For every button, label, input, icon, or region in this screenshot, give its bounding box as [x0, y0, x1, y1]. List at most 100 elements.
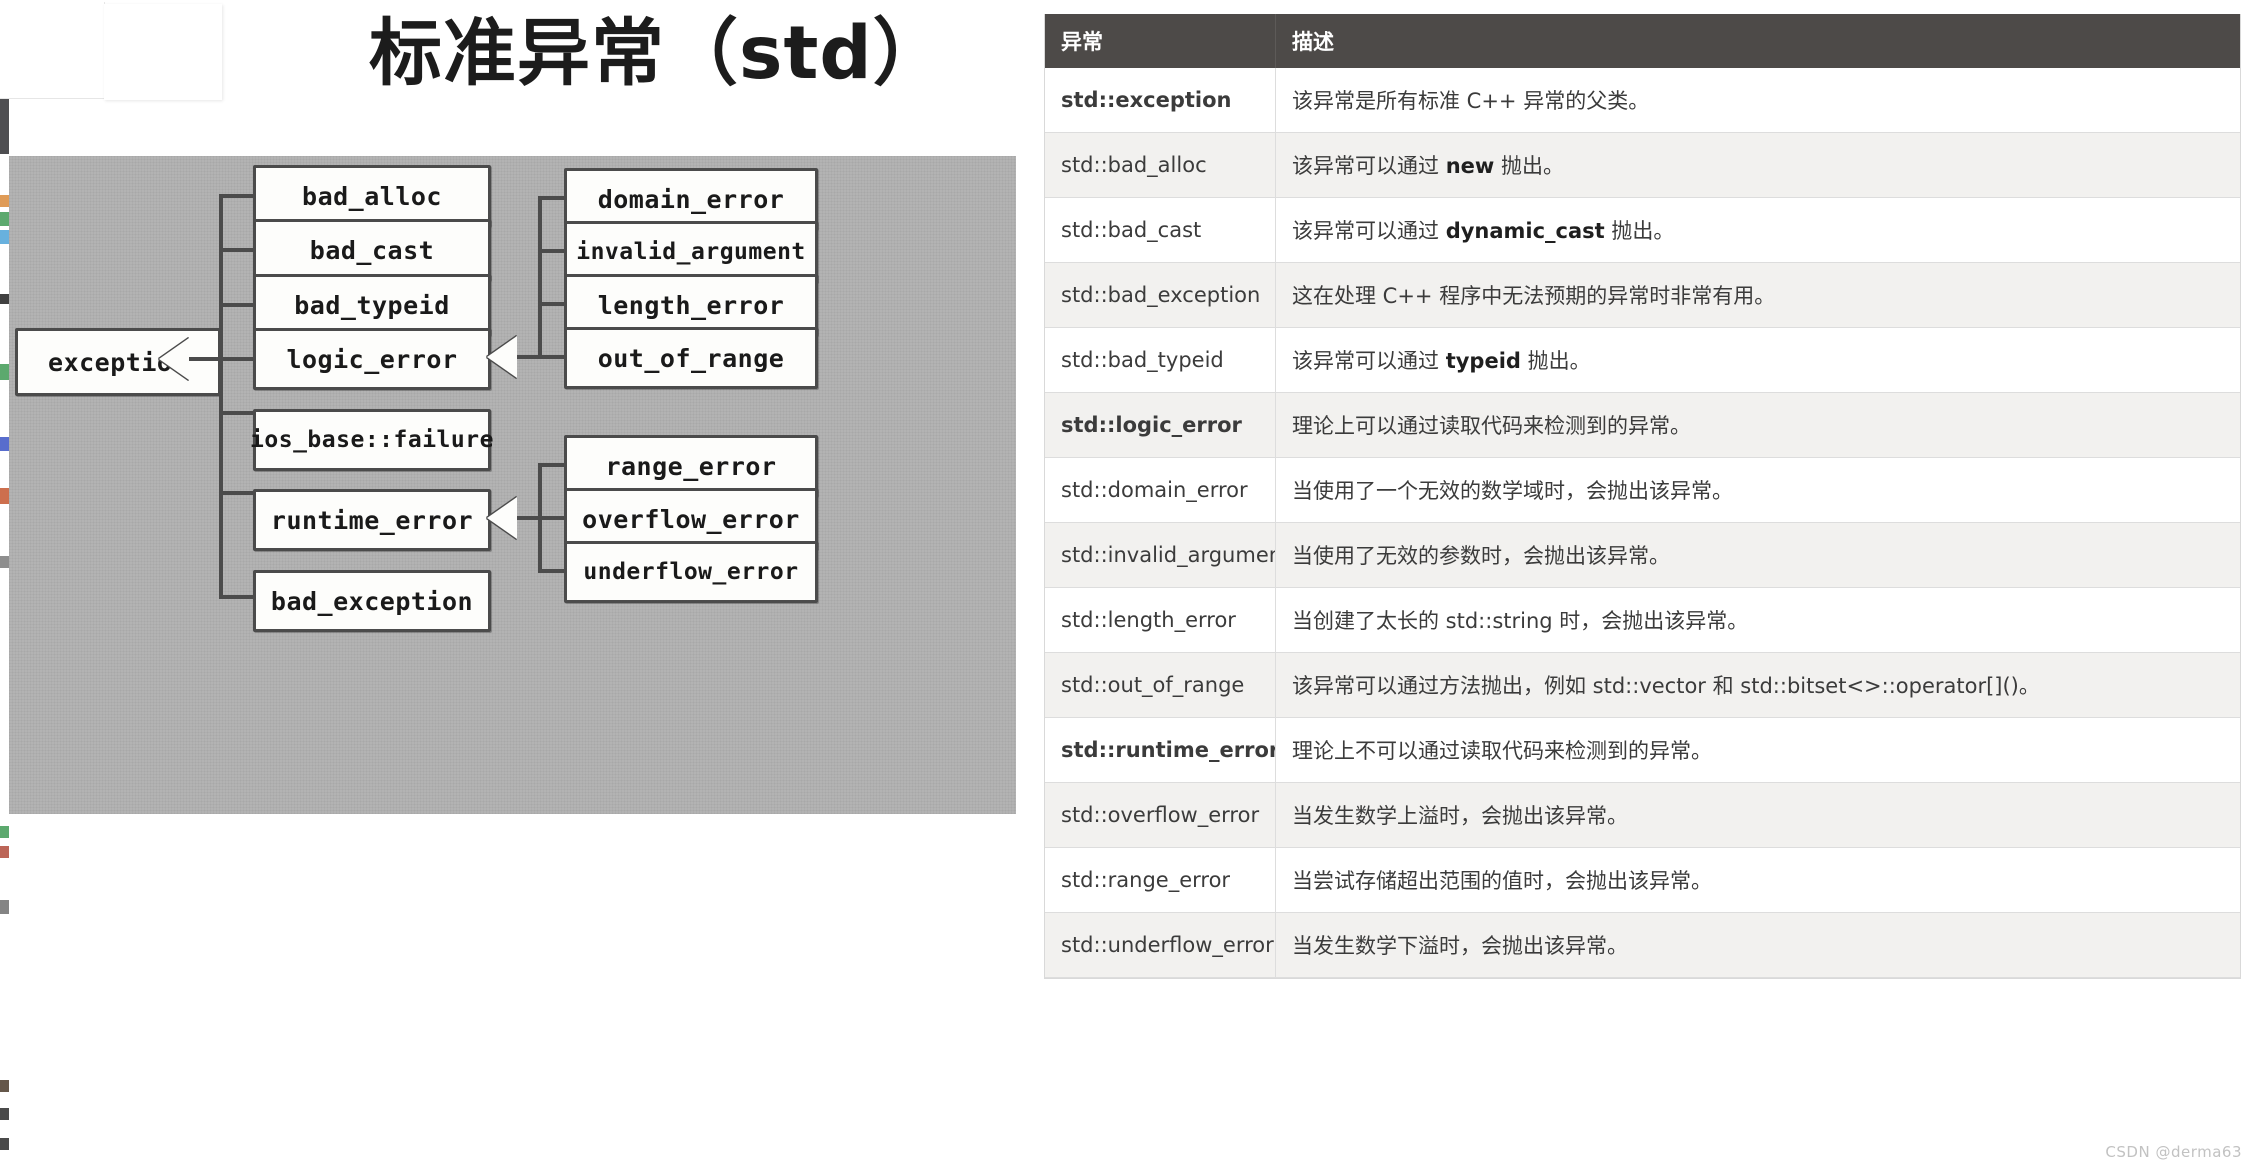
connector-branch: [219, 411, 255, 415]
uml-box-label: domain_error: [597, 184, 785, 214]
uml-box-ios-base-failure: ios_base::failure: [250, 409, 494, 471]
uml-box-exception: exception: [15, 328, 221, 396]
connector-branch: [219, 595, 255, 599]
connector-branch: [219, 491, 255, 495]
connector-branch: [538, 302, 566, 306]
description-keyword: dynamic_cast: [1445, 219, 1605, 243]
page-title: 标准异常（std）: [369, 11, 947, 96]
cell-exception-description: 当使用了无效的参数时，会抛出该异常。: [1275, 522, 2240, 588]
column-header-exception[interactable]: 异常: [1045, 14, 1276, 68]
uml-box-label: invalid_argument: [576, 239, 806, 265]
cell-exception-name: std::out_of_range: [1045, 652, 1276, 718]
diagram-canvas: exception bad_alloc bad_cast: [9, 156, 1016, 814]
edge-fragment: [0, 556, 9, 568]
cell-exception-name: std::bad_cast: [1045, 197, 1276, 263]
uml-box-label: bad_cast: [309, 235, 435, 265]
edge-fragment: [0, 826, 9, 838]
uml-box-label: bad_alloc: [302, 181, 442, 211]
cell-exception-description: 该异常可以通过 new 抛出。: [1275, 132, 2240, 198]
connector-spine-logic: [538, 196, 542, 359]
cell-exception-description: 该异常可以通过方法抛出，例如 std::vector 和 std::bitset…: [1275, 652, 2240, 718]
edge-fragment: [0, 1108, 9, 1120]
connector-branch: [538, 355, 566, 359]
cell-exception-description: 当尝试存储超出范围的值时，会抛出该异常。: [1275, 847, 2240, 913]
uml-box-label: length_error: [597, 290, 785, 320]
cell-exception-description: 当发生数学上溢时，会抛出该异常。: [1275, 782, 2240, 848]
connector-logic-stub: [517, 355, 541, 359]
connector-branch: [538, 569, 566, 573]
connector-branch: [219, 303, 255, 307]
uml-box-runtime-error: runtime_error: [253, 489, 491, 551]
uml-box-logic-error: logic_error: [253, 328, 491, 390]
inheritance-arrow-logic-error: [487, 336, 517, 378]
overlay-card-left: [0, 2, 105, 99]
cell-exception-description: 当创建了太长的 std::string 时，会抛出该异常。: [1275, 587, 2240, 653]
uml-box-label: bad_typeid: [294, 290, 450, 320]
cell-exception-description: 当发生数学下溢时，会抛出该异常。: [1275, 912, 2240, 978]
cell-exception-name: std::underflow_error: [1045, 912, 1276, 978]
connector-branch: [219, 248, 255, 252]
connector-root-stub: [189, 357, 222, 361]
edge-fragment: [0, 846, 9, 858]
connector-branch: [538, 463, 566, 467]
cell-exception-name: std::bad_exception: [1045, 262, 1276, 328]
edge-fragment: [0, 437, 9, 451]
cell-exception-name: std::bad_alloc: [1045, 132, 1276, 198]
cell-exception-description: 这在处理 C++ 程序中无法预期的异常时非常有用。: [1275, 262, 2240, 328]
uml-box-label: out_of_range: [597, 343, 785, 373]
cell-exception-name: std::exception: [1045, 68, 1276, 133]
connector-branch: [538, 196, 566, 200]
table-header-row: 异常 描述: [1045, 14, 2240, 68]
cell-exception-name: std::logic_error: [1045, 392, 1276, 458]
edge-fragment: [0, 294, 9, 304]
uml-box-bad-alloc: bad_alloc: [253, 165, 491, 227]
edge-fragment: [0, 195, 9, 207]
cell-exception-name: std::runtime_error: [1045, 717, 1276, 783]
uml-box-label: runtime_error: [270, 505, 474, 535]
connector-branch: [538, 249, 566, 253]
uml-box-length-error: length_error: [564, 274, 818, 336]
watermark-text: CSDN @derma63: [2105, 1143, 2242, 1161]
uml-box-label: underflow_error: [583, 559, 799, 585]
edge-fragment: [0, 900, 9, 914]
connector-branch: [538, 516, 566, 520]
uml-box-label: bad_exception: [270, 586, 474, 616]
cell-exception-description: 该异常是所有标准 C++ 异常的父类。: [1275, 68, 2240, 133]
cell-exception-description: 当使用了一个无效的数学域时，会抛出该异常。: [1275, 457, 2240, 523]
uml-box-label: logic_error: [286, 344, 458, 374]
edge-fragment: [0, 488, 9, 504]
exception-hierarchy-diagram: exception bad_alloc bad_cast: [9, 146, 1022, 824]
uml-box-underflow-error: underflow_error: [564, 541, 818, 603]
overlay-card-right: [104, 4, 222, 100]
cell-exception-name: std::overflow_error: [1045, 782, 1276, 848]
edge-fragment: [0, 364, 9, 380]
column-header-description[interactable]: 描述: [1275, 14, 2240, 68]
table-head: 异常 描述: [1045, 14, 2240, 68]
edge-fragment: [0, 230, 9, 244]
uml-box-label: ios_base::failure: [250, 427, 494, 453]
title-band: 标准异常（std）: [139, 4, 1030, 144]
uml-box-bad-exception: bad_exception: [253, 570, 491, 632]
uml-box-label: range_error: [605, 451, 777, 481]
inheritance-arrow-root: [159, 338, 189, 380]
inheritance-arrow-runtime-error: [487, 497, 517, 539]
document-blank-area: [9, 824, 1030, 1173]
cell-exception-description: 该异常可以通过 dynamic_cast 抛出。: [1275, 197, 2240, 263]
uml-box-domain-error: domain_error: [564, 168, 818, 230]
cell-exception-description: 理论上不可以通过读取代码来检测到的异常。: [1275, 717, 2240, 783]
